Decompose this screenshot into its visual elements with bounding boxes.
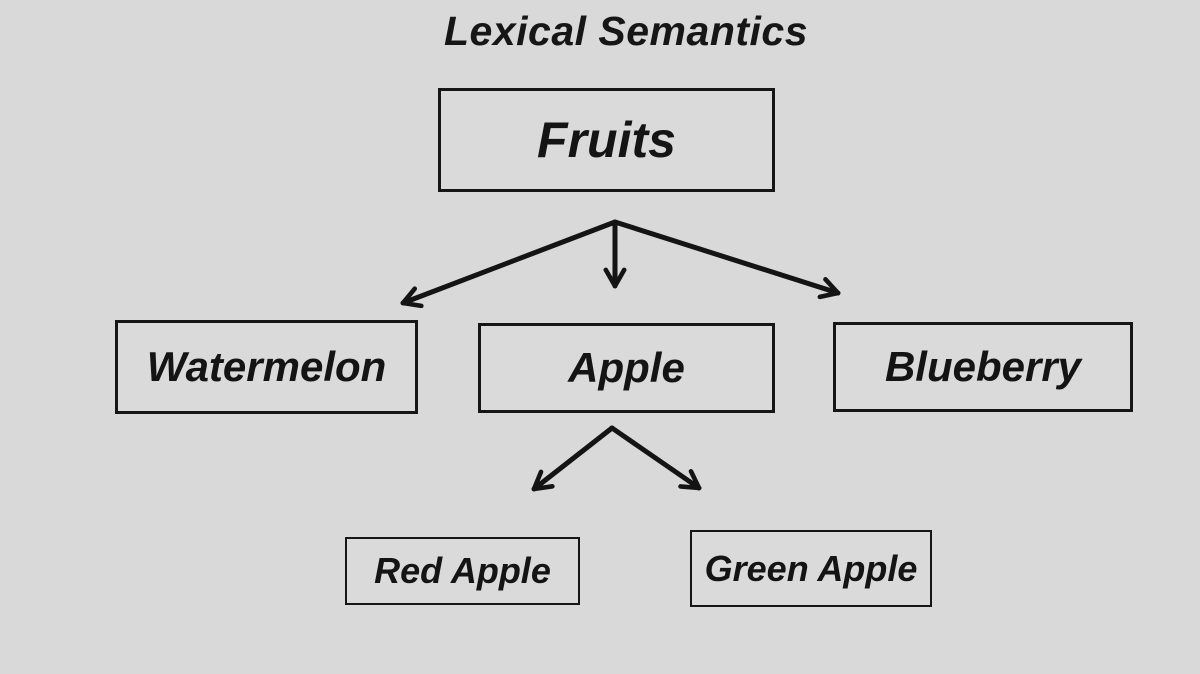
- edge-fruits-watermelon-arrow: [400, 219, 618, 309]
- diagram-title: Lexical Semantics: [443, 8, 809, 54]
- node-red-apple-label: Red Apple: [374, 550, 551, 591]
- node-red-apple: Red Apple: [345, 537, 580, 605]
- node-fruits: Fruits: [438, 88, 775, 192]
- edge-apple-greenapple-arrow: [609, 425, 702, 491]
- node-green-apple: Green Apple: [690, 530, 932, 607]
- node-fruits-label: Fruits: [537, 112, 676, 168]
- node-apple: Apple: [478, 323, 775, 413]
- node-apple-label: Apple: [568, 344, 685, 391]
- node-watermelon: Watermelon: [115, 320, 418, 414]
- node-green-apple-label: Green Apple: [704, 547, 918, 589]
- node-watermelon-label: Watermelon: [146, 343, 387, 390]
- edge-apple-redapple-arrow: [531, 425, 615, 492]
- node-blueberry: Blueberry: [833, 322, 1133, 412]
- node-blueberry-label: Blueberry: [884, 343, 1082, 390]
- edge-fruits-blueberry-arrow: [612, 219, 841, 300]
